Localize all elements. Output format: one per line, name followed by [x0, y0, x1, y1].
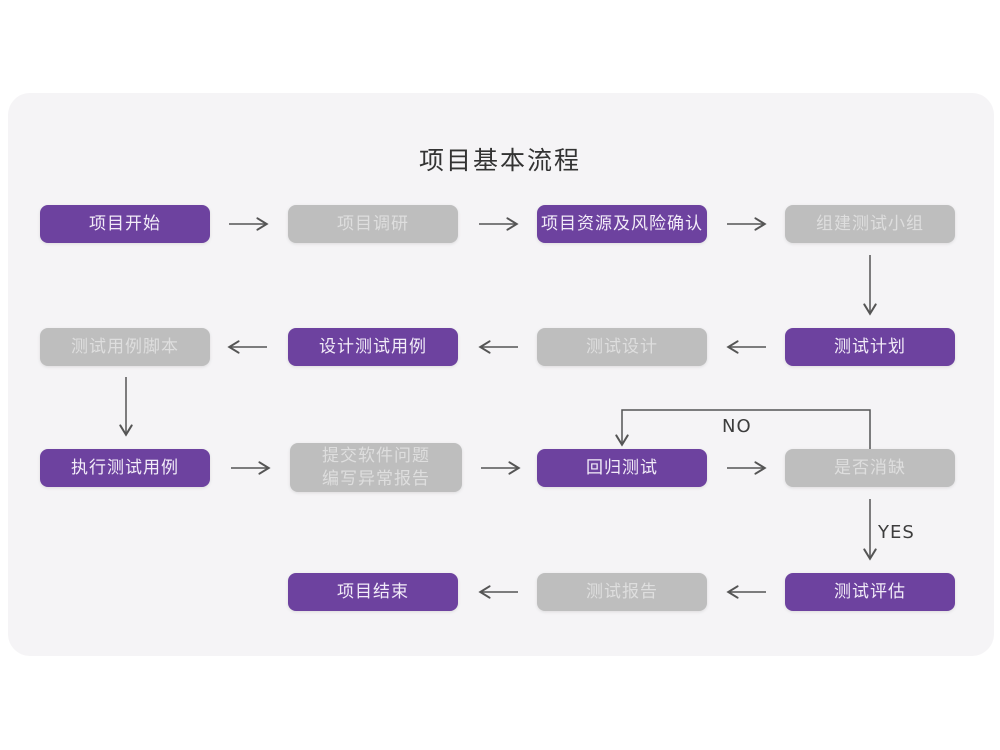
node-test-case-script: 测试用例脚本	[40, 328, 210, 366]
node-regression-test: 回归测试	[537, 449, 707, 487]
node-defect-cleared-decision: 是否消缺	[785, 449, 955, 487]
node-submit-issue-report: 提交软件问题 编写异常报告	[290, 443, 462, 492]
flowchart-card	[8, 93, 994, 656]
node-test-plan: 测试计划	[785, 328, 955, 366]
node-test-design: 测试设计	[537, 328, 707, 366]
arrow-defect-no-loop-to-regression	[615, 409, 871, 449]
node-submit-line1: 提交软件问题	[322, 445, 430, 466]
node-build-test-team: 组建测试小组	[785, 205, 955, 243]
node-project-start: 项目开始	[40, 205, 210, 243]
edge-label-yes: YES	[878, 522, 915, 543]
node-resource-risk-confirm: 项目资源及风险确认	[537, 205, 707, 243]
node-test-report: 测试报告	[537, 573, 707, 611]
node-execute-test-case: 执行测试用例	[40, 449, 210, 487]
node-project-research: 项目调研	[288, 205, 458, 243]
edge-label-no: NO	[722, 416, 752, 437]
node-submit-line2: 编写异常报告	[322, 468, 430, 489]
node-project-end: 项目结束	[288, 573, 458, 611]
page-title: 项目基本流程	[418, 146, 581, 175]
node-test-evaluate: 测试评估	[785, 573, 955, 611]
node-design-test-case: 设计测试用例	[288, 328, 458, 366]
